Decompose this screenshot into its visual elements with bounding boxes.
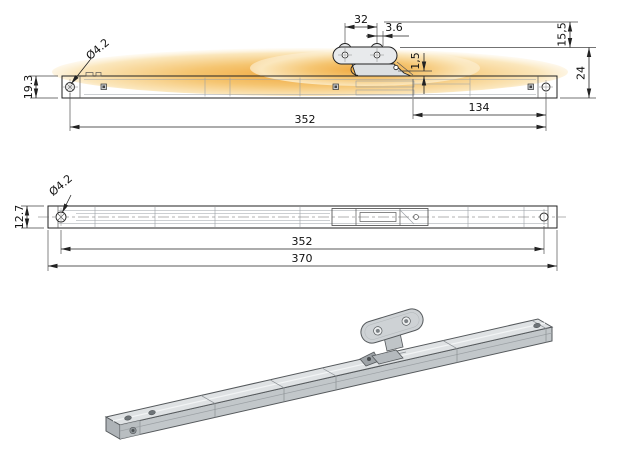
iso-hole-right-top <box>533 323 541 328</box>
screw-hole-right-side <box>539 80 553 94</box>
iso-bracket-stem <box>371 349 404 365</box>
dim-3-6-label: 3.6 <box>385 21 403 34</box>
dim-352-plan-label: 352 <box>292 235 313 248</box>
rail-top-tab <box>95 72 102 77</box>
iso-activator-bracket <box>359 308 424 367</box>
screw-hole-left-plan <box>55 208 67 226</box>
bracket-hole-left <box>338 48 352 62</box>
iso-hole-left-top <box>124 415 132 421</box>
iso-hole-left-top-2 <box>148 410 156 416</box>
dim-32-label: 32 <box>354 13 368 26</box>
dim-352-side-label: 352 <box>295 113 316 126</box>
iso-hole-left-front-center <box>131 429 135 432</box>
plan-dimensions: Ø4.2 12.7 352 370 <box>13 172 558 271</box>
iso-bracket-paddle <box>360 308 424 344</box>
dim-12-7-label: 12.7 <box>13 205 26 230</box>
screw-hole-left-side <box>62 79 78 95</box>
bracket-hole-right <box>370 48 384 62</box>
iso-hook-pin <box>367 357 371 361</box>
plan-view: Ø4.2 12.7 352 370 <box>13 172 566 271</box>
rail-top-tab <box>85 72 94 77</box>
bracket-hook <box>350 63 359 76</box>
dim-134-label: 134 <box>469 101 490 114</box>
iso-holes <box>124 323 541 434</box>
bracket-pin <box>393 64 399 71</box>
dim-24-label: 24 <box>575 66 588 80</box>
side-view: 32 3.6 15,5 24 19.3 Ø4.2 <box>22 13 596 131</box>
dim-dia-plan-label: Ø4.2 <box>47 172 75 199</box>
rail-square-cutouts <box>100 83 534 90</box>
dim-1-5-label: 1,5 <box>409 52 422 70</box>
dim-15-5-label: 15,5 <box>556 22 569 47</box>
rail-body-plan <box>38 205 566 229</box>
activator-bracket <box>332 43 414 77</box>
iso-seam-lines <box>200 320 547 418</box>
screw-hole-right-plan <box>539 209 549 225</box>
iso-view <box>104 308 554 440</box>
dim-370-label: 370 <box>292 252 313 265</box>
dim-19-3-label: 19.3 <box>22 75 35 100</box>
rail-body-side <box>61 72 558 99</box>
